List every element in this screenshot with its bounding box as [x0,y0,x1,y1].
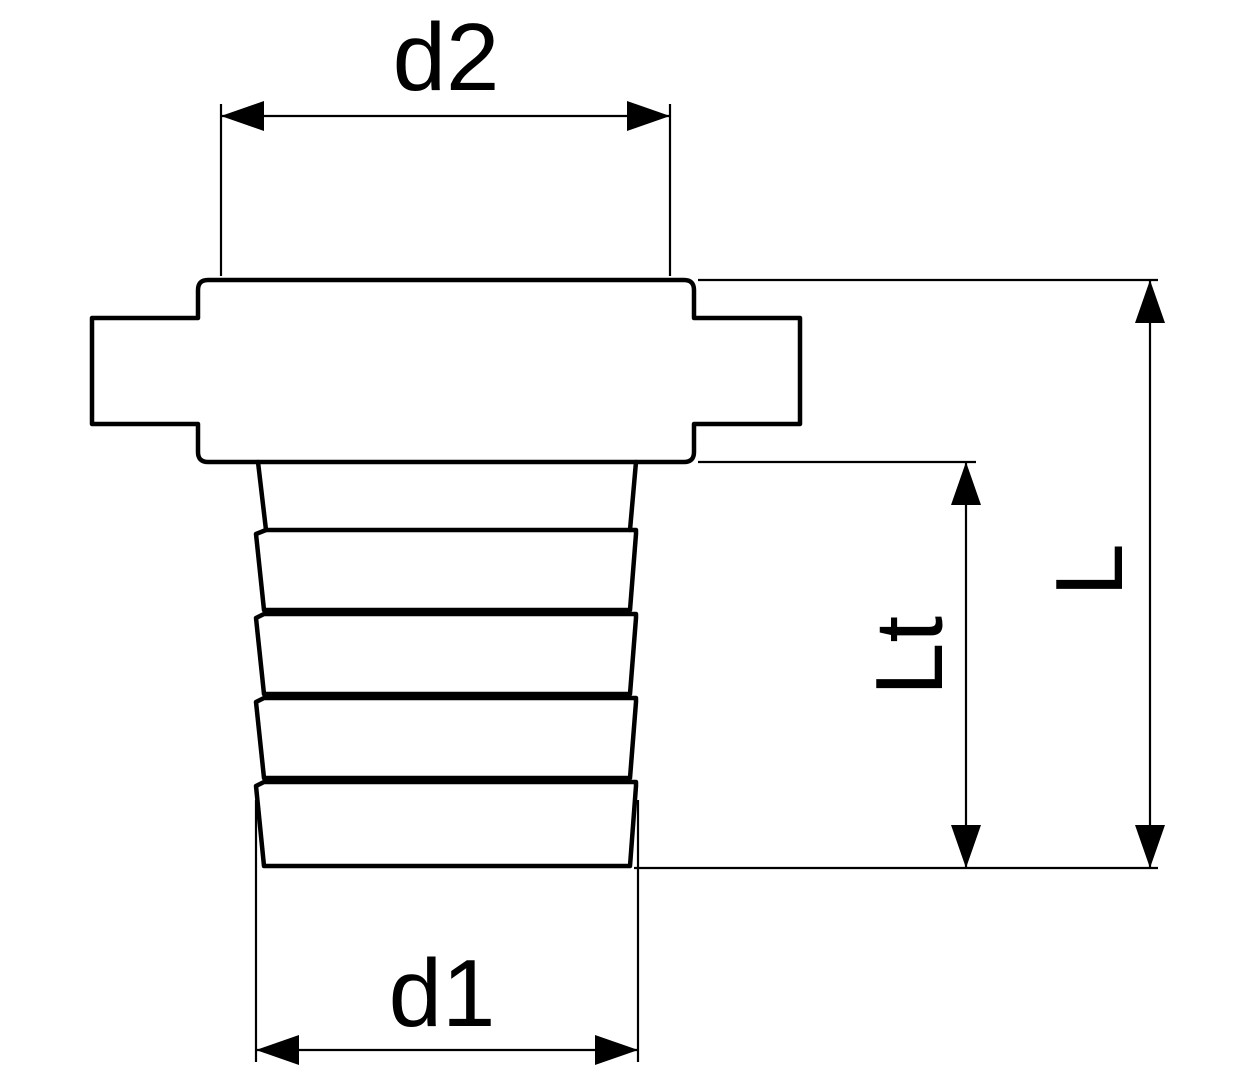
lt-arrow-bottom [951,825,981,868]
d2-arrow-right [627,101,670,131]
l-arrow-top [1135,280,1165,323]
d1-label: d1 [389,940,496,1047]
dimension-l: L [698,278,1165,868]
dimension-d2: d2 [219,4,672,276]
l-arrow-bottom [1135,825,1165,868]
barb-neck [255,459,639,533]
d1-arrow-right [595,1035,638,1065]
l-label: L [1036,543,1143,596]
dimension-d1: d1 [254,800,640,1065]
barb-ring-3 [253,695,639,781]
nut-body [89,277,803,465]
lt-label: Lt [856,616,963,696]
d2-arrow-left [221,101,264,131]
nut-outline [89,277,803,465]
barb-ring-4 [253,779,639,869]
barb-ring-1 [253,527,639,613]
barb-ring-2 [253,611,639,697]
dimension-lt: Lt [634,460,1158,870]
d1-arrow-left [256,1035,299,1065]
barb-tail [253,459,639,869]
d2-label: d2 [393,4,500,111]
lt-arrow-top [951,462,981,505]
